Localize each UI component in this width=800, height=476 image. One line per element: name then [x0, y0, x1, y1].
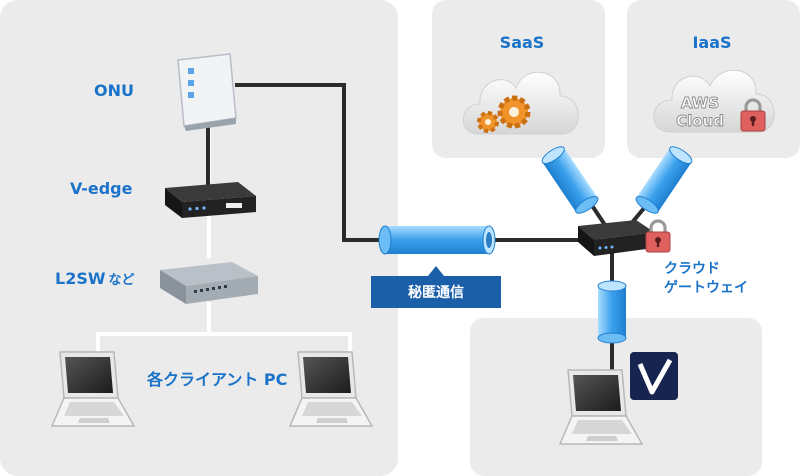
secure-tunnel-vertical	[597, 280, 627, 344]
v-edge-label: V-edge	[70, 179, 133, 198]
v-edge-router-icon	[165, 182, 256, 218]
onu-label: ONU	[94, 81, 134, 100]
cloud-gateway-router-icon	[578, 220, 654, 256]
secure-tunnel-iaas	[635, 146, 693, 214]
iaas-panel	[627, 0, 800, 158]
gateway-label-line1: クラウド	[664, 261, 720, 277]
aws-cloud-label-line1: AWS	[681, 94, 719, 112]
secure-channel-badge: 秘匿通信	[371, 266, 501, 308]
iaas-label: IaaS	[692, 33, 731, 52]
lock-icon	[644, 219, 672, 254]
gear-icon	[477, 95, 531, 133]
saas-label: SaaS	[500, 33, 545, 52]
app-logo-icon	[630, 352, 678, 400]
l2sw-switch-icon	[160, 262, 258, 304]
aws-cloud-label-line2: Cloud	[676, 112, 724, 130]
secure-channel-label: 秘匿通信	[408, 284, 464, 301]
onu-device-icon	[177, 53, 237, 131]
secure-tunnel-saas	[541, 146, 599, 214]
clients-label: 各クライアント PC	[146, 370, 287, 389]
secure-tunnel-horizontal	[378, 225, 496, 255]
gateway-label-line2: ゲートウェイ	[664, 279, 748, 296]
